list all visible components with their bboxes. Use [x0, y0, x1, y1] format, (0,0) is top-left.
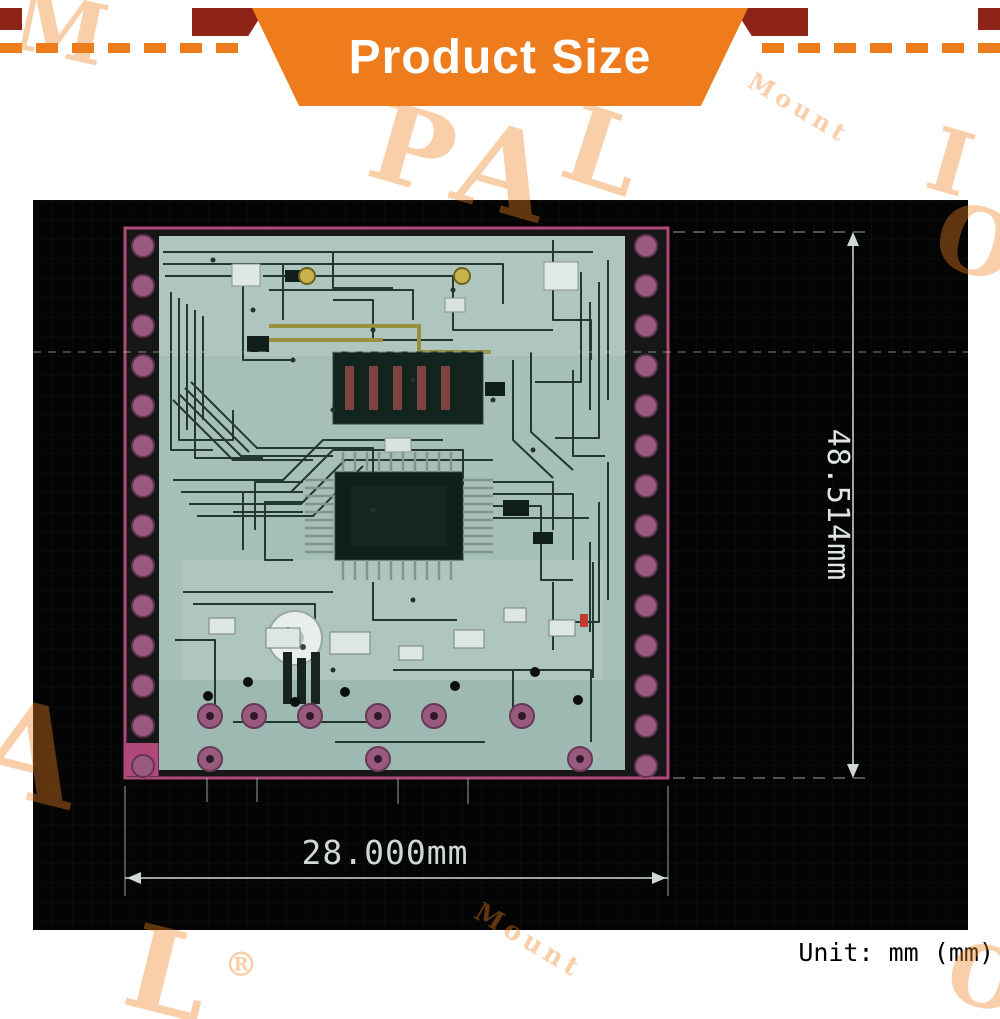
watermark-registered-mark: ®	[224, 945, 258, 985]
height-dimension-label: 48.514mm	[820, 429, 855, 582]
watermark-word: Mount	[742, 65, 856, 150]
banner-ribbon: Product Size	[252, 8, 748, 106]
pcb-traces	[163, 240, 609, 743]
banner-title: Product Size	[348, 30, 652, 84]
pcb-components	[203, 257, 588, 707]
corner-accent-right	[978, 8, 1000, 30]
pcb-dimension-image: 48.514mm 28.000mm	[33, 200, 968, 930]
watermark-letter: L	[548, 79, 659, 222]
height-dimension: 48.514mm	[673, 231, 869, 779]
pcb-layout-svg: 48.514mm 28.000mm	[33, 200, 968, 930]
unit-label: Unit: mm (mm)	[798, 938, 994, 967]
dashed-line-left	[0, 43, 238, 53]
dashed-line-right	[762, 43, 1000, 53]
connector-extent-ticks	[206, 778, 469, 804]
width-dimension: 28.000mm	[124, 786, 669, 896]
width-dimension-label: 28.000mm	[302, 833, 469, 872]
corner-accent-left	[0, 8, 22, 30]
watermark-letter: I	[916, 106, 985, 218]
watermark-letter: M	[4, 0, 117, 86]
